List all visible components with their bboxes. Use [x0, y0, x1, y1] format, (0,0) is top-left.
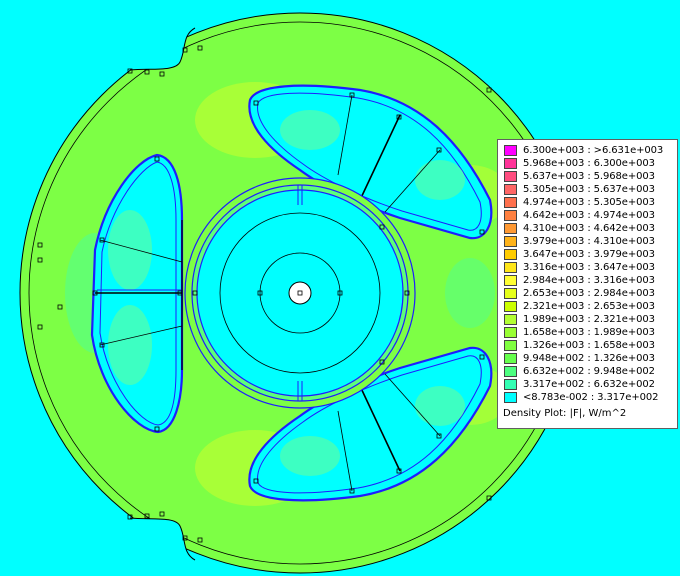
legend-swatch [504, 249, 517, 260]
legend-item: 5.968e+003 : 6.300e+003 [504, 157, 655, 170]
legend-label: 2.321e+003 : 2.653e+003 [523, 301, 655, 312]
legend-label: 5.968e+003 : 6.300e+003 [523, 158, 655, 169]
legend-label: 3.647e+003 : 3.979e+003 [523, 249, 655, 260]
legend-item: 3.647e+003 : 3.979e+003 [504, 248, 655, 261]
legend-label: 1.326e+003 : 1.658e+003 [523, 340, 655, 351]
legend-title: Density Plot: |F|, W/m^2 [503, 408, 627, 419]
pole-lower-right [248, 346, 493, 502]
legend-swatch [504, 158, 517, 169]
legend-label: <8.783e-002 : 3.317e+002 [523, 392, 659, 403]
legend-item: 3.316e+003 : 3.647e+003 [504, 261, 655, 274]
legend-label: 2.653e+003 : 2.984e+003 [523, 288, 655, 299]
legend-item: 2.984e+003 : 3.316e+003 [504, 274, 655, 287]
legend-swatch [504, 340, 517, 351]
legend-item: 2.321e+003 : 2.653e+003 [504, 300, 655, 313]
legend-label: 6.300e+003 : >6.631e+003 [523, 145, 664, 156]
legend-swatch [504, 379, 517, 390]
legend-label: 3.317e+002 : 6.632e+002 [523, 379, 655, 390]
legend-label: 4.642e+003 : 4.974e+003 [523, 210, 655, 221]
legend-swatch [504, 353, 517, 364]
legend-item: 1.658e+003 : 1.989e+003 [504, 326, 655, 339]
notch-bottom [90, 518, 223, 576]
legend-swatch [504, 275, 517, 286]
shaft-hole [288, 281, 312, 305]
legend-swatch [504, 327, 517, 338]
legend-panel: 6.300e+003 : >6.631e+003 5.968e+003 : 6.3… [497, 139, 678, 429]
legend-swatch [504, 301, 517, 312]
legend-swatch [504, 236, 517, 247]
rotor [184, 177, 416, 409]
legend-swatch [504, 223, 517, 234]
legend-swatch [504, 145, 517, 156]
legend-swatch [504, 184, 517, 195]
legend-item: <8.783e-002 : 3.317e+002 [504, 391, 659, 404]
legend-item: 3.317e+002 : 6.632e+002 [504, 378, 655, 391]
legend-item: 4.310e+003 : 4.642e+003 [504, 222, 655, 235]
legend-item: 6.300e+003 : >6.631e+003 [504, 144, 663, 157]
legend-item: 4.974e+003 : 5.305e+003 [504, 196, 655, 209]
legend-label: 4.310e+003 : 4.642e+003 [523, 223, 655, 234]
legend-item: 3.979e+003 : 4.310e+003 [504, 235, 655, 248]
pole-upper-right [248, 84, 493, 240]
legend-item: 6.632e+002 : 9.948e+002 [504, 365, 655, 378]
legend-swatch [504, 262, 517, 273]
legend-swatch [504, 210, 517, 221]
legend-label: 3.316e+003 : 3.647e+003 [523, 262, 655, 273]
legend-label: 1.989e+003 : 2.321e+003 [523, 314, 655, 325]
legend-swatch [504, 171, 517, 182]
legend-label: 5.637e+003 : 5.968e+003 [523, 171, 655, 182]
legend-item: 1.989e+003 : 2.321e+003 [504, 313, 655, 326]
legend-label: 2.984e+003 : 3.316e+003 [523, 275, 655, 286]
legend-item: 2.653e+003 : 2.984e+003 [504, 287, 655, 300]
legend-label: 1.658e+003 : 1.989e+003 [523, 327, 655, 338]
legend-swatch [504, 392, 517, 403]
pole-left [90, 153, 184, 434]
legend-item: 1.326e+003 : 1.658e+003 [504, 339, 655, 352]
legend-label: 9.948e+002 : 1.326e+003 [523, 353, 655, 364]
legend-label: 3.979e+003 : 4.310e+003 [523, 236, 655, 247]
mesh-nodes [37, 45, 492, 543]
legend-swatch [504, 314, 517, 325]
notch-top [90, 5, 230, 70]
legend-item: 4.642e+003 : 4.974e+003 [504, 209, 655, 222]
legend-label: 6.632e+002 : 9.948e+002 [523, 366, 655, 377]
legend-item: 9.948e+002 : 1.326e+003 [504, 352, 655, 365]
legend-swatch [504, 288, 517, 299]
legend-label: 4.974e+003 : 5.305e+003 [523, 197, 655, 208]
legend-swatch [504, 366, 517, 377]
legend-swatch [504, 197, 517, 208]
legend-label: 5.305e+003 : 5.637e+003 [523, 184, 655, 195]
legend-item: 5.305e+003 : 5.637e+003 [504, 183, 655, 196]
legend-item: 5.637e+003 : 5.968e+003 [504, 170, 655, 183]
